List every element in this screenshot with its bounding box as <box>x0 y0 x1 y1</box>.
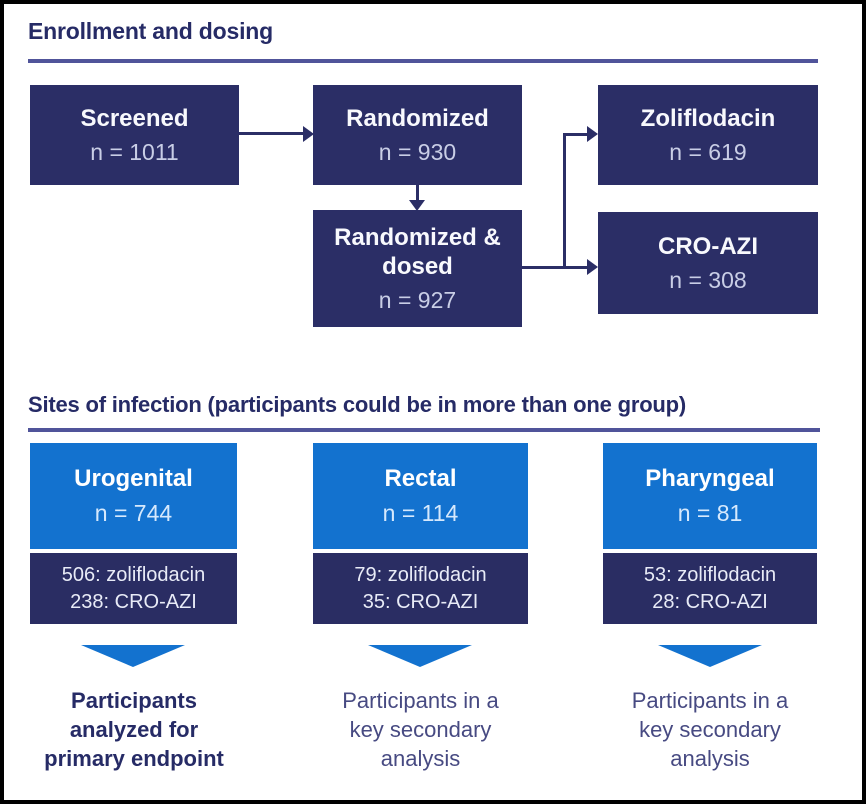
box-randomized-dosed: Randomized & dosed n = 927 <box>313 210 522 327</box>
box-randomized: Randomized n = 930 <box>313 85 522 185</box>
box-zoliflodacin-n: n = 619 <box>669 139 747 165</box>
box-screened: Screened n = 1011 <box>30 85 239 185</box>
box-randomized-dosed-label: Randomized & dosed <box>334 224 501 280</box>
urogenital-cro-azi-count: 238: CRO-AZI <box>70 590 197 613</box>
rectal-zoliflodacin-count: 79: zoliflodacin <box>354 563 487 586</box>
connector-screened-randomized <box>235 132 305 135</box>
triangle-down-icon <box>368 645 472 667</box>
box-urogenital-label: Urogenital <box>74 465 193 492</box>
caption-line: key secondary <box>349 717 492 742</box>
caption-line: key secondary <box>639 717 781 742</box>
triangle-down-icon <box>81 645 185 667</box>
box-rectal: Rectal n = 114 <box>313 443 528 549</box>
caption-line: Participants in a <box>631 688 789 713</box>
box-zoliflodacin-label: Zoliflodacin <box>640 105 776 132</box>
caption-line: analyzed for <box>69 717 199 742</box>
box-rectal-n: n = 114 <box>382 500 459 526</box>
arrow-right-icon <box>587 126 598 142</box>
connector-branch-bottom <box>566 266 589 269</box>
box-randomized-label: Randomized <box>346 105 489 132</box>
box-pharyngeal: Pharyngeal n = 81 <box>603 443 817 549</box>
pharyngeal-zoliflodacin-count: 53: zoliflodacin <box>643 563 777 586</box>
connector-branch-vertical <box>563 133 566 269</box>
box-screened-n: n = 1011 <box>90 139 179 165</box>
caption-urogenital: Participants analyzed for primary endpoi… <box>14 686 254 773</box>
urogenital-zoliflodacin-count: 506: zoliflodacin <box>61 563 206 586</box>
section-title-sites: Sites of infection (participants could b… <box>28 392 687 417</box>
connector-randomized-dosed <box>416 185 419 202</box>
caption-line: Participants in a <box>342 688 499 713</box>
box-pharyngeal-label: Pharyngeal <box>645 465 775 492</box>
subbox-rectal-arms: 79: zoliflodacin 35: CRO-AZI <box>313 553 528 624</box>
box-randomized-dosed-n: n = 927 <box>378 287 457 313</box>
rectal-cro-azi-count: 35: CRO-AZI <box>362 590 479 613</box>
box-randomized-n: n = 930 <box>378 139 457 165</box>
caption-line: primary endpoint <box>44 746 224 771</box>
section-title-enrollment: Enrollment and dosing <box>28 18 273 44</box>
caption-line: analysis <box>670 746 750 771</box>
box-cro-azi-label: CRO-AZI <box>658 233 758 260</box>
arrow-down-icon <box>409 200 425 211</box>
box-urogenital-n: n = 744 <box>94 500 173 526</box>
caption-line: Participants <box>71 688 197 713</box>
subbox-urogenital-arms: 506: zoliflodacin 238: CRO-AZI <box>30 553 237 624</box>
subbox-pharyngeal-arms: 53: zoliflodacin 28: CRO-AZI <box>603 553 817 624</box>
caption-pharyngeal: Participants in a key secondary analysis <box>603 686 817 773</box>
box-cro-azi-n: n = 308 <box>669 267 747 293</box>
caption-rectal: Participants in a key secondary analysis <box>313 686 528 773</box>
triangle-down-icon <box>658 645 762 667</box>
caption-line: analysis <box>380 746 461 771</box>
box-urogenital: Urogenital n = 744 <box>30 443 237 549</box>
pharyngeal-cro-azi-count: 28: CRO-AZI <box>652 590 768 613</box>
arrow-right-icon <box>303 126 314 142</box>
box-pharyngeal-n: n = 81 <box>677 500 743 526</box>
section-divider <box>28 59 818 63</box>
connector-branch-top <box>563 133 589 136</box>
arrow-right-icon <box>587 259 598 275</box>
section-divider <box>28 428 820 432</box>
box-zoliflodacin: Zoliflodacin n = 619 <box>598 85 818 185</box>
box-screened-label: Screened <box>80 105 189 132</box>
box-rectal-label: Rectal <box>384 465 457 492</box>
connector-branch-stem <box>522 266 566 269</box>
box-cro-azi: CRO-AZI n = 308 <box>598 212 818 314</box>
